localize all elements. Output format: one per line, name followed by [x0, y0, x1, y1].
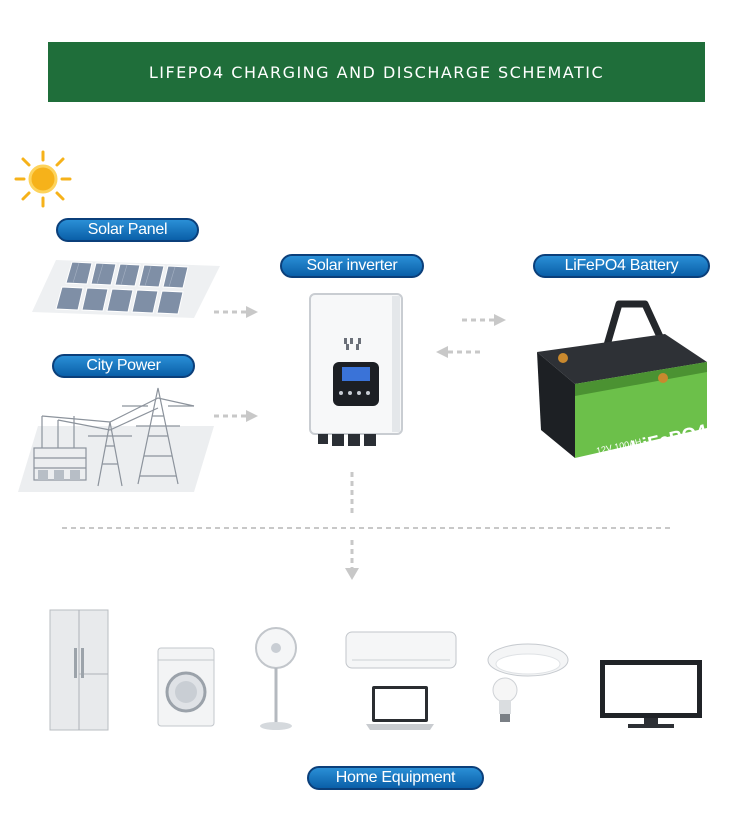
inverter-icon — [309, 293, 403, 446]
tv-icon — [600, 660, 702, 728]
bulb-icon — [492, 677, 518, 722]
city-power-label: City Power — [52, 354, 195, 378]
battery-icon: 12V 100AH LiFePO4 — [537, 300, 710, 459]
solar-panel-icon — [32, 260, 220, 318]
ceiling-lamp-icon — [487, 643, 569, 677]
laptop-icon — [366, 686, 434, 730]
refrigerator-icon — [49, 609, 109, 731]
power-station-icon — [18, 387, 214, 492]
page-title: LIFEPO4 CHARGING AND DISCHARGE SCHEMATIC — [148, 62, 605, 82]
air-conditioner-icon — [345, 631, 457, 669]
battery-label: LiFePO4 Battery — [533, 254, 710, 278]
fan-icon — [255, 627, 297, 730]
home-equipment-label: Home Equipment — [307, 766, 484, 790]
solar-inverter-label: Solar inverter — [280, 254, 424, 278]
title-banner: LIFEPO4 CHARGING AND DISCHARGE SCHEMATIC — [48, 42, 705, 102]
solar-panel-label: Solar Panel — [56, 218, 199, 242]
washing-machine-icon — [157, 647, 215, 727]
sun-icon — [14, 150, 72, 208]
